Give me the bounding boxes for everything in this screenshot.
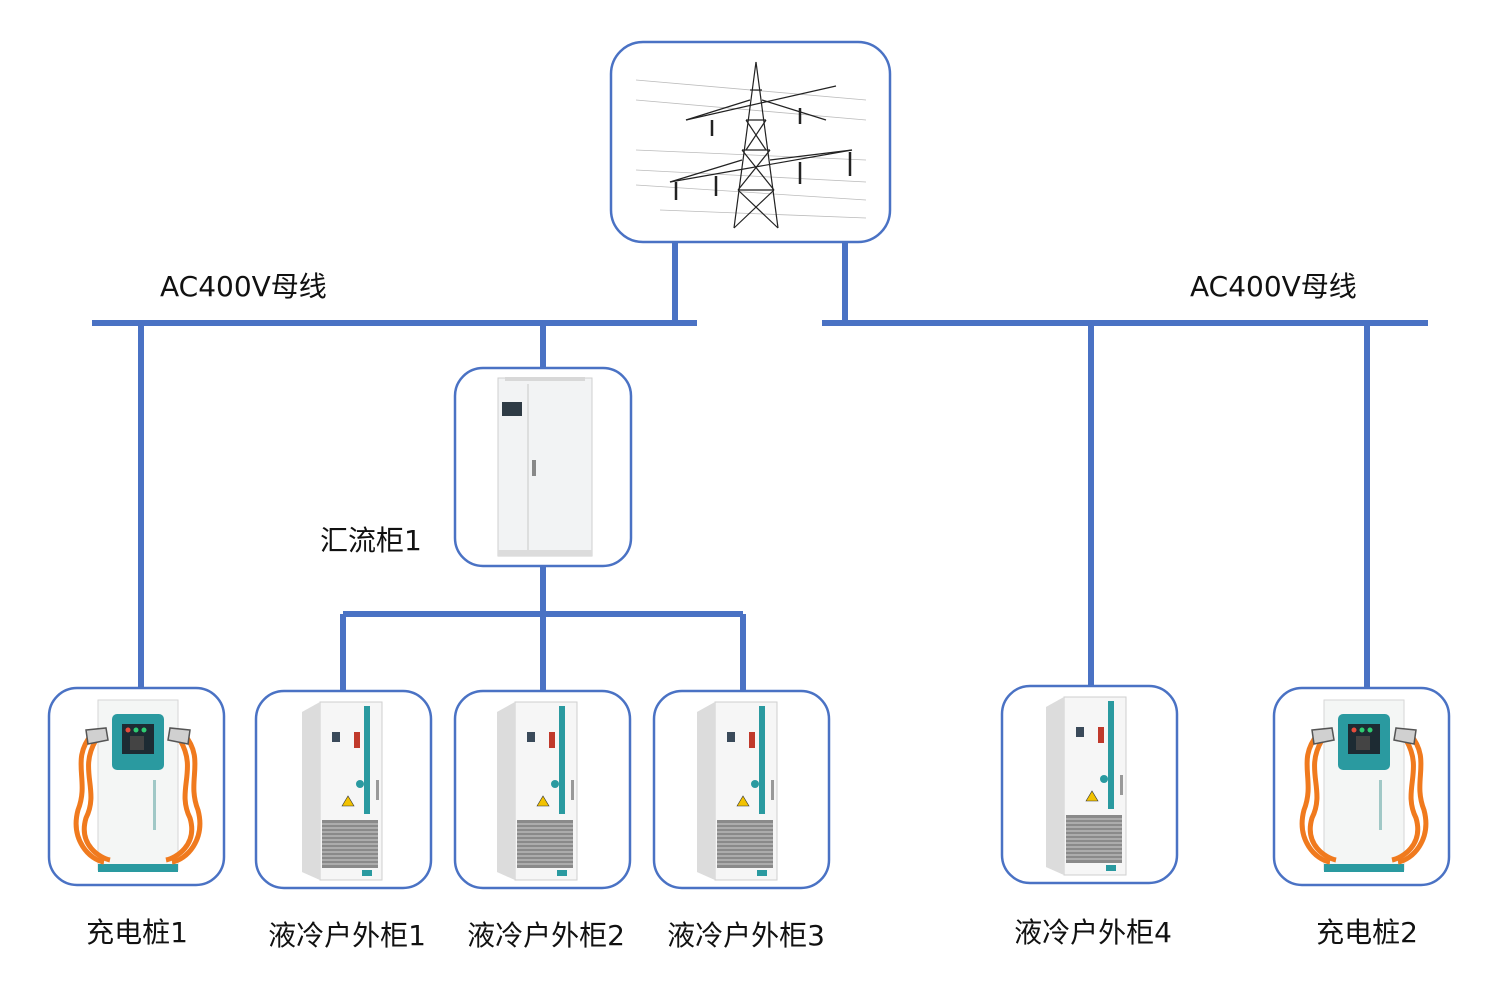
cabinet1-node <box>254 689 433 890</box>
liquid-cooled-cabinet-icon <box>696 701 778 881</box>
combiner-cabinet-icon <box>497 377 593 557</box>
charger2-node <box>1272 686 1451 887</box>
cabinet4-node <box>1000 684 1179 885</box>
cabinet1-label: 液冷户外柜1 <box>268 919 426 952</box>
liquid-cooled-cabinet-icon <box>496 701 578 881</box>
connection-lines <box>92 243 1428 690</box>
liquid-cooled-cabinet-icon <box>301 701 383 881</box>
cabinet2-node <box>453 689 632 890</box>
grid-node <box>609 40 892 244</box>
combiner-node <box>453 366 633 568</box>
charger1-node <box>47 686 226 887</box>
charger1-label: 充电桩1 <box>86 916 188 949</box>
cabinet2-label: 液冷户外柜2 <box>467 919 625 952</box>
bus-label-left: AC400V母线 <box>160 270 327 303</box>
cabinet3-node <box>652 689 831 890</box>
charger2-label: 充电桩2 <box>1316 916 1418 949</box>
bus-label-right: AC400V母线 <box>1190 270 1357 303</box>
cabinet3-label: 液冷户外柜3 <box>667 919 825 952</box>
cabinet4-label: 液冷户外柜4 <box>1014 916 1172 949</box>
power-tower-icon <box>635 61 867 229</box>
combiner-label: 汇流柜1 <box>320 524 422 557</box>
liquid-cooled-cabinet-icon <box>1045 696 1127 876</box>
